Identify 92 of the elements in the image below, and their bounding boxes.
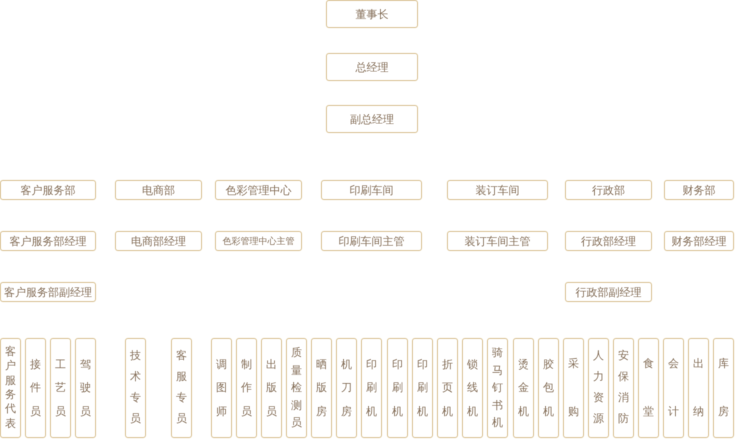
vertical-label: 制作员 <box>241 357 252 420</box>
vertical-label: 质量检测员 <box>291 345 302 432</box>
vertical-label: 印刷机 <box>417 357 428 420</box>
box-label: 行政部副经理 <box>576 284 642 300</box>
vertical-label: 安保消防 <box>618 348 629 427</box>
position-box <box>311 338 332 438</box>
box-label: 客户服务部副经理 <box>4 284 92 300</box>
box-label: 装订车间主管 <box>464 234 530 248</box>
vertical-label: 印刷机 <box>366 357 377 420</box>
position-box <box>286 338 307 438</box>
box-label: 客户服务部经理 <box>10 234 86 248</box>
position-box <box>538 338 559 438</box>
vertical-label: 晒版房 <box>316 357 327 420</box>
department-box <box>664 231 734 251</box>
vertical-label: 会计 <box>668 356 679 420</box>
position-box <box>638 338 659 438</box>
vertical-label: 驾驶员 <box>80 357 91 420</box>
department-box <box>565 231 652 251</box>
vertical-label: 调图师 <box>216 357 227 420</box>
box-label: 副总经理 <box>350 112 394 126</box>
box-label: 行政部 <box>592 182 625 198</box>
vertical-label: 技术专员 <box>130 348 141 427</box>
vertical-label: 采购 <box>568 356 579 420</box>
position-box <box>688 338 709 438</box>
position-box <box>513 338 534 438</box>
department-box <box>326 53 418 81</box>
position-box <box>25 338 46 438</box>
vertical-label: 食堂 <box>643 356 654 420</box>
vertical-label: 锁线机 <box>467 357 478 420</box>
vertical-label: 工艺员 <box>55 357 66 420</box>
department-box <box>115 180 202 200</box>
vertical-label: 出版员 <box>266 357 277 420</box>
vertical-label: 烫金机 <box>518 357 529 420</box>
department-box <box>0 282 96 302</box>
department-box <box>321 180 422 200</box>
position-box <box>437 338 458 438</box>
position-box <box>171 338 192 438</box>
vertical-label: 接件员 <box>30 357 41 420</box>
position-box <box>412 338 433 438</box>
position-box <box>487 338 508 438</box>
vertical-label: 人力资源 <box>593 348 604 427</box>
department-box <box>565 180 652 200</box>
position-box <box>588 338 609 438</box>
box-label: 色彩管理中心主管 <box>222 236 294 248</box>
box-label: 色彩管理中心 <box>226 182 292 198</box>
position-box <box>125 338 146 438</box>
vertical-label: 客服专员 <box>176 348 187 427</box>
vertical-label: 库房 <box>718 356 729 420</box>
vertical-label: 客户服务代表 <box>5 345 16 431</box>
department-box <box>115 231 202 251</box>
department-box <box>326 0 418 28</box>
box-label: 装订车间 <box>476 182 520 198</box>
department-box <box>565 282 652 302</box>
position-box <box>50 338 71 438</box>
department-box <box>447 231 548 251</box>
department-box <box>215 180 302 200</box>
department-box <box>215 231 302 251</box>
box-label: 电商部经理 <box>131 234 186 248</box>
box-label: 客户服务部 <box>20 182 76 198</box>
department-box <box>0 180 96 200</box>
vertical-label: 胶包机 <box>543 357 554 420</box>
box-label: 财务部经理 <box>672 234 726 248</box>
vertical-label: 骑马钉书机 <box>492 345 503 432</box>
position-box <box>336 338 357 438</box>
position-box <box>462 338 483 438</box>
position-box <box>211 338 232 438</box>
position-box <box>261 338 282 438</box>
department-box <box>326 105 418 133</box>
position-box <box>713 338 734 438</box>
position-box <box>563 338 584 438</box>
vertical-label: 折页机 <box>442 357 453 420</box>
vertical-label: 机刀房 <box>341 357 352 420</box>
box-label: 印刷车间主管 <box>338 234 404 248</box>
department-box <box>0 231 96 251</box>
box-label: 行政部经理 <box>581 234 636 248</box>
position-box <box>75 338 96 438</box>
box-label: 印刷车间 <box>350 182 394 198</box>
position-box <box>361 338 382 438</box>
position-box <box>663 338 684 438</box>
position-box <box>236 338 257 438</box>
box-label: 电商部 <box>142 182 175 198</box>
box-label: 董事长 <box>356 6 388 22</box>
department-box <box>321 231 422 251</box>
box-label: 总经理 <box>356 60 388 74</box>
position-box <box>0 338 21 438</box>
vertical-label: 印刷机 <box>392 357 403 420</box>
position-box <box>387 338 408 438</box>
department-box <box>664 180 734 200</box>
vertical-label: 出纳 <box>693 356 704 420</box>
position-box <box>613 338 634 438</box>
department-box <box>447 180 548 200</box>
box-label: 财务部 <box>682 182 716 198</box>
